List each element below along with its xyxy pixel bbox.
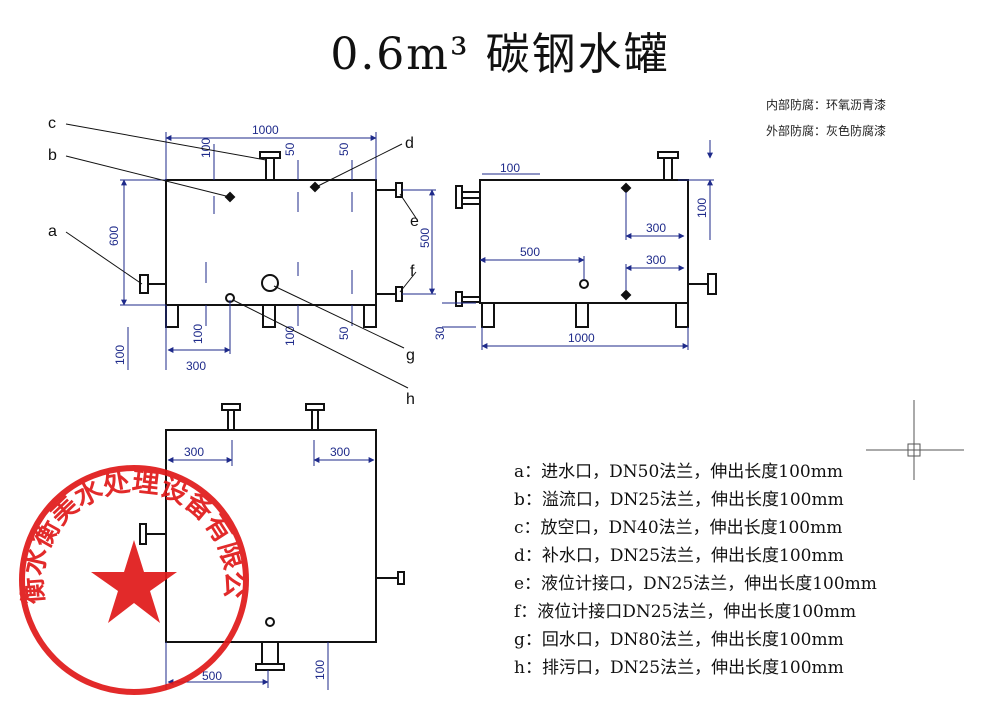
dim-side-leg: 30	[433, 326, 447, 340]
nozzle-f	[395, 286, 403, 302]
dim-front-c: 100	[199, 138, 213, 158]
callout-b: b	[48, 147, 57, 164]
nozzle-b	[224, 191, 236, 203]
callout-h: h	[406, 391, 415, 408]
dim-side-width: 1000	[568, 331, 595, 345]
dim-front-b1: 50	[283, 142, 297, 156]
legend-item-f: f：液位计接口DN25法兰，伸出长度100mm	[514, 602, 857, 622]
front-leg-mid	[262, 304, 276, 328]
diagram-title: 0.6m³ 碳钢水罐	[330, 29, 670, 80]
callout-g: g	[406, 347, 415, 364]
callout-d: d	[405, 135, 414, 152]
front-leg-left	[165, 304, 179, 328]
callout-e: e	[410, 213, 419, 230]
seal-text-arc: 衡水衡美水处理设备有限公司	[0, 0, 250, 605]
dim-front-inner: 500	[418, 228, 432, 248]
nozzle-g	[261, 274, 279, 292]
dim-top-bottom-v: 100	[313, 660, 327, 680]
dim-top-left: 300	[184, 445, 204, 459]
dim-side-right: 100	[695, 198, 709, 218]
dim-front-bottom-left: 300	[186, 359, 206, 373]
callout-a: a	[48, 223, 57, 240]
dim-top-bottom: 500	[202, 669, 222, 683]
crosshair-mark	[866, 400, 964, 480]
legend-item-g: g：回水口，DN80法兰，伸出长度100mm	[514, 630, 844, 650]
seal-star-icon	[91, 540, 177, 623]
top-tank-body	[165, 429, 377, 643]
dim-front-width: 1000	[252, 123, 279, 137]
callout-f: f	[410, 263, 415, 280]
nozzle-d	[309, 181, 321, 193]
dim-side-d3: 500	[520, 245, 540, 259]
top-view	[139, 403, 405, 671]
legend-item-d: d：补水口，DN25法兰，伸出长度100mm	[514, 546, 844, 566]
legend-item-a: a：进水口，DN50法兰，伸出长度100mm	[514, 462, 843, 482]
dim-side-top: 100	[500, 161, 520, 175]
nozzle-legend: a：进水口，DN50法兰，伸出长度100mm b：溢流口，DN25法兰，伸出长度…	[514, 458, 984, 682]
dim-front-height: 600	[107, 226, 121, 246]
dim-front-h: 50	[337, 326, 351, 340]
dim-side-d1: 300	[646, 221, 666, 235]
legend-item-b: b：溢流口，DN25法兰，伸出长度100mm	[514, 490, 844, 510]
legend-item-e: e：液位计接口，DN25法兰，伸出长度100mm	[514, 574, 877, 594]
legend-item-c: c：放空口，DN40法兰，伸出长度100mm	[514, 518, 843, 538]
side-tank-body	[479, 179, 689, 304]
front-tank-body	[165, 179, 377, 306]
outer-coating-note: 外部防腐：灰色防腐漆	[766, 124, 887, 138]
inner-coating-note: 内部防腐：环氧沥青漆	[766, 98, 887, 112]
front-leg-right	[363, 304, 377, 328]
dim-side-d2: 300	[646, 253, 666, 267]
nozzle-c	[265, 157, 275, 181]
nozzle-a	[139, 274, 149, 294]
callout-c: c	[48, 115, 56, 132]
dim-front-base: 100	[113, 345, 127, 365]
front-view	[139, 151, 403, 328]
side-view	[455, 151, 717, 328]
dim-front-b2: 50	[337, 142, 351, 156]
legend-item-h: h：排污口，DN25法兰，伸出长度100mm	[514, 658, 844, 678]
dim-front-bottom-leg: 100	[191, 324, 205, 344]
dim-top-right: 300	[330, 445, 350, 459]
